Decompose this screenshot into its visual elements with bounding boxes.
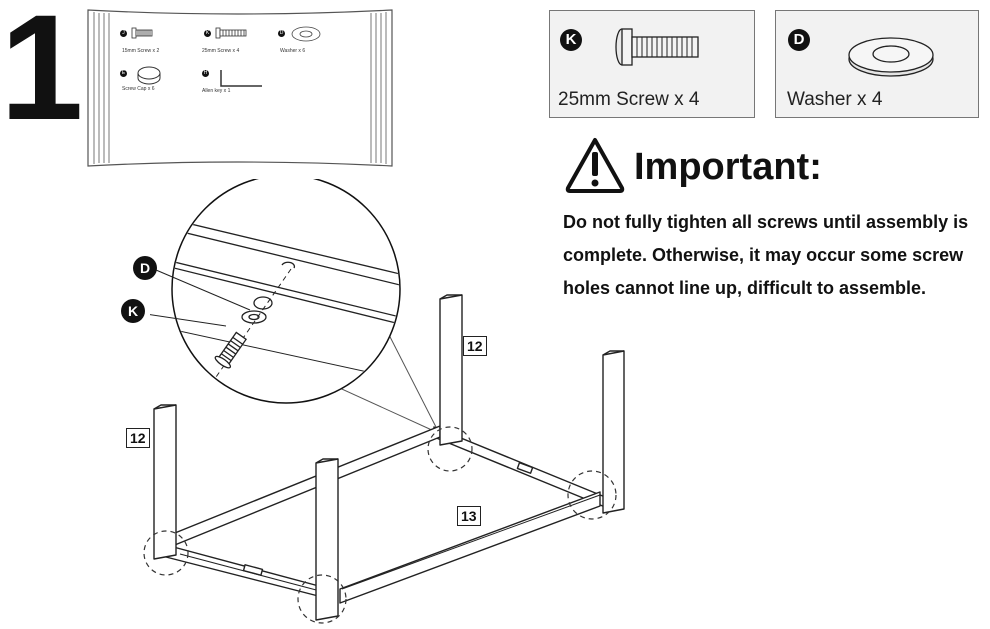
part-tag-leg-left: 12: [126, 428, 150, 448]
callout-screw: K: [121, 299, 145, 323]
bag-label-allen-key: Allen key x 1: [202, 88, 231, 94]
bag-label-washer: Washer x 6: [280, 48, 306, 54]
part-screw-box: K 25mm Screw x 4: [549, 10, 755, 118]
bag-label-15mm-screw: 15mm Screw x 2: [122, 48, 160, 54]
part-tag-frame: 13: [457, 506, 481, 526]
assembly-drawing: [143, 179, 625, 624]
warning-icon: [565, 138, 625, 193]
part-screw-badge: K: [560, 29, 582, 51]
part-washer-label: Washer x 4: [787, 89, 883, 110]
bag-outline: [87, 9, 393, 167]
part-tag-leg-back: 12: [463, 336, 487, 356]
screw-icon: [615, 28, 699, 66]
important-text: Do not fully tighten all screws until as…: [563, 206, 983, 305]
bag-label-screw-cap: Screw Cap x 6: [122, 86, 155, 92]
part-screw-label: 25mm Screw x 4: [558, 89, 700, 110]
hardware-bag: J 15mm Screw x 2 K 25mm Screw x 4 D Wash…: [86, 8, 394, 168]
important-title: Important:: [634, 146, 822, 188]
callout-washer: D: [133, 256, 157, 280]
callout-leader-lines: [150, 269, 251, 327]
important-line-3: holes cannot line up, difficult to assem…: [563, 278, 927, 298]
step-number: 1: [0, 0, 83, 151]
important-line-2: complete. Otherwise, it may occur some s…: [563, 245, 964, 265]
important-line-1: Do not fully tighten all screws until as…: [563, 212, 969, 232]
part-washer-badge: D: [788, 29, 810, 51]
bag-badge-d: D: [278, 30, 285, 37]
bag-badge-k: K: [204, 30, 211, 37]
bag-badge-h: H: [202, 70, 209, 77]
part-washer-box: D Washer x 4: [775, 10, 979, 118]
bag-badge-j: J: [120, 30, 127, 37]
washer-icon: [848, 37, 934, 77]
bag-badge-e: E: [120, 70, 127, 77]
bag-label-25mm-screw: 25mm Screw x 4: [202, 48, 240, 54]
